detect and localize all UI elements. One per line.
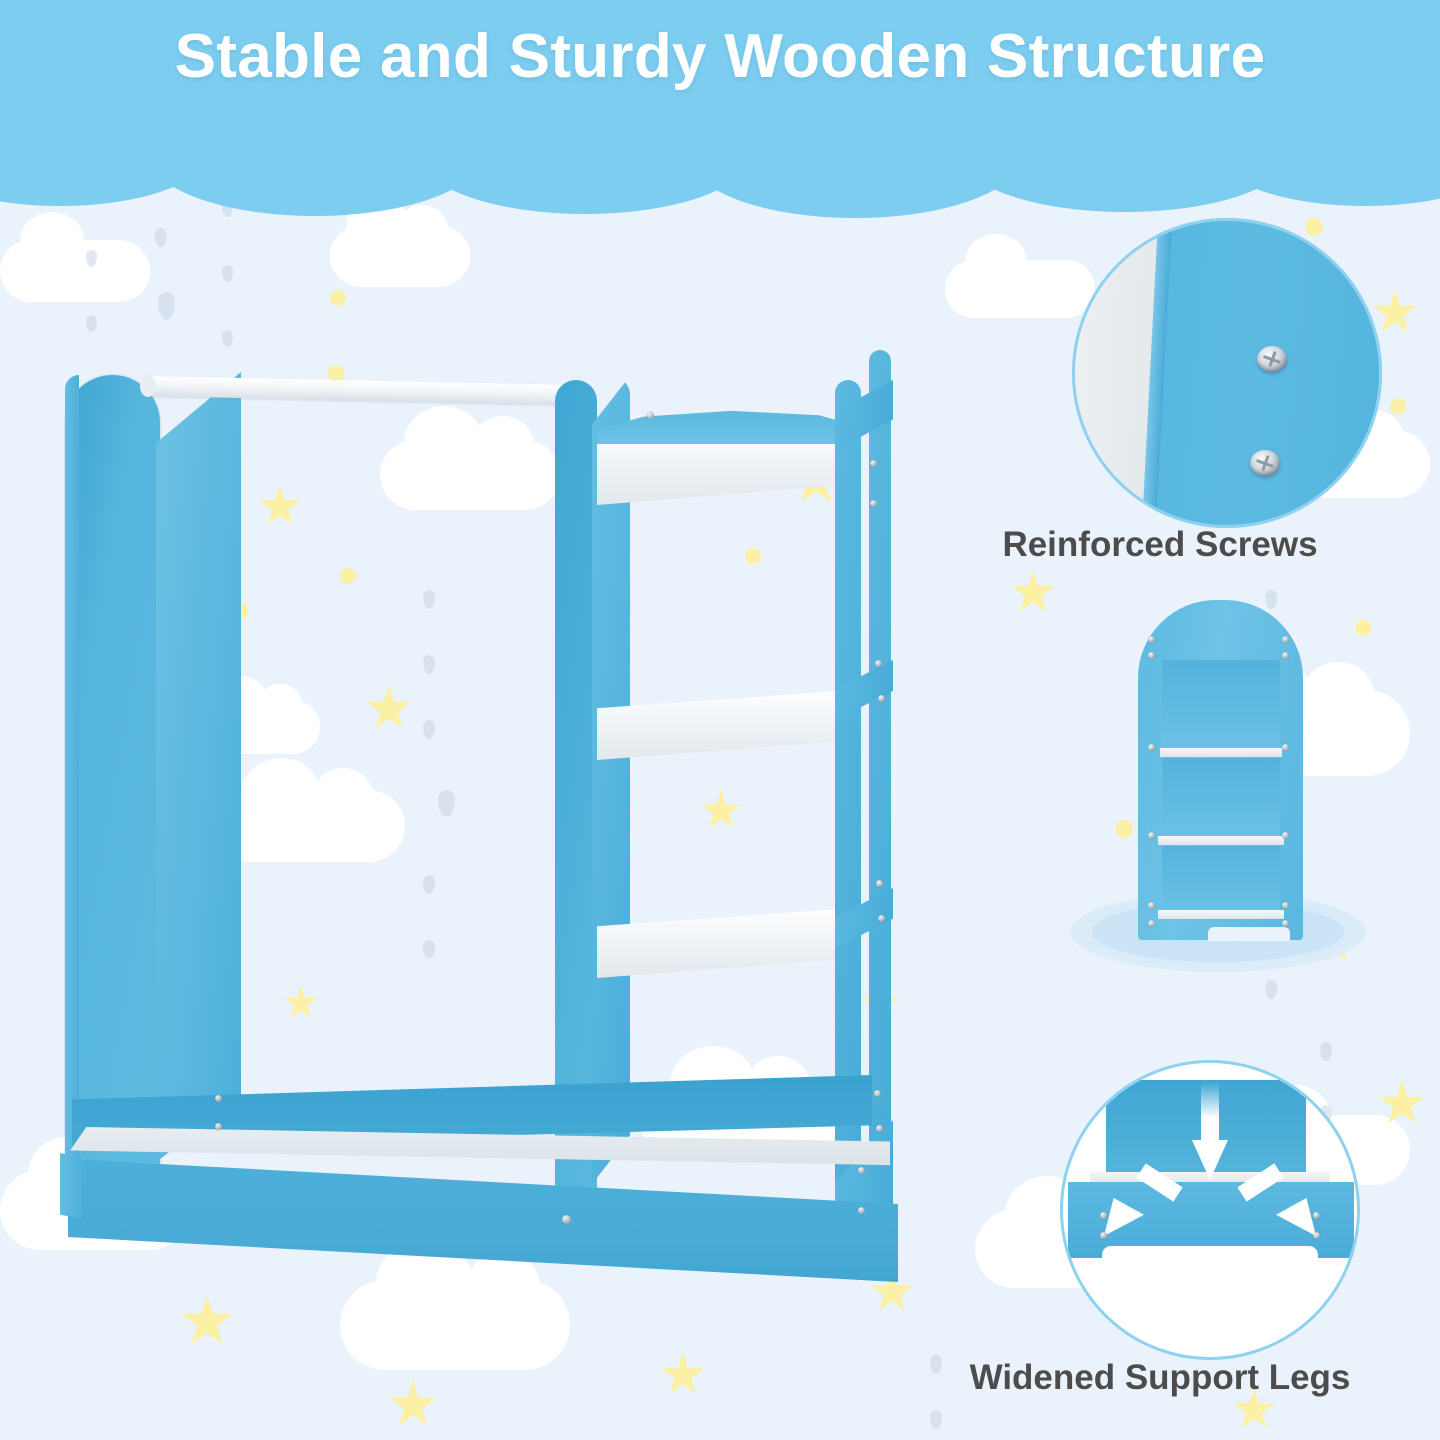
screw-icon <box>1148 832 1155 839</box>
screw-icon <box>1282 652 1289 659</box>
left-side-panel-edge <box>65 375 79 1215</box>
left-side-panel <box>65 375 160 1215</box>
dot-shape <box>745 548 761 564</box>
raindrop-shape <box>222 265 233 282</box>
dot-shape <box>1390 398 1406 414</box>
screw-icon <box>878 915 885 922</box>
cloud-shape <box>215 758 405 862</box>
tray-left-edge <box>60 1153 82 1219</box>
front-view-body <box>1138 600 1303 941</box>
star-shape <box>1010 570 1056 612</box>
screw-icon <box>1250 450 1280 476</box>
screw-icon <box>1257 346 1287 372</box>
screw-icon <box>870 460 877 467</box>
front-view-compartment-bottom <box>1162 846 1280 914</box>
cloud-shape <box>380 406 560 510</box>
shelf-middle <box>597 690 852 760</box>
raindrop-shape <box>1265 980 1277 999</box>
shelf-left-panel-face <box>592 376 630 1184</box>
screw-icon <box>858 1207 865 1214</box>
screw-icon <box>875 660 882 667</box>
screw-icon <box>215 1095 222 1102</box>
screw-icon <box>1282 920 1289 927</box>
star-shape <box>1372 290 1418 332</box>
shelf-bottom <box>597 908 852 978</box>
screw-icon <box>878 695 885 702</box>
shelf-left-panel <box>555 380 597 1210</box>
banner-scalloped-edge <box>0 96 1440 218</box>
cloud-shape <box>945 234 1095 318</box>
screw-icon <box>1148 902 1155 909</box>
screw-icon <box>1282 902 1289 909</box>
screw-icon <box>870 500 877 507</box>
shelf-top-arch-back <box>597 410 855 444</box>
screw-icon <box>1282 636 1289 643</box>
front-view-shelf-edge-bottom <box>1158 910 1284 919</box>
raindrop-shape <box>930 1410 942 1429</box>
front-view-shelf-edge-top <box>1160 748 1282 757</box>
screw-icon <box>1148 636 1155 643</box>
raindrop-shape <box>155 228 167 247</box>
front-view-base-notch <box>1208 927 1290 941</box>
cloud-shape <box>330 197 470 287</box>
frame-inner-post <box>869 350 891 1220</box>
dot-shape <box>330 290 346 306</box>
page-title: Stable and Sturdy Wooden Structure <box>174 22 1266 91</box>
screw-icon <box>1100 1232 1107 1239</box>
screw-icon <box>874 1090 881 1097</box>
screw-icon <box>215 1123 222 1130</box>
shelf-unit-front-view <box>1070 600 1366 980</box>
screw-icon <box>1282 744 1289 751</box>
front-view-compartment-top <box>1162 660 1280 752</box>
front-view-shelf-edge-middle <box>1158 836 1284 845</box>
screw-icon <box>1282 832 1289 839</box>
dot-shape <box>1305 218 1323 236</box>
raindrop-shape <box>222 330 233 347</box>
cloud-shape <box>0 212 150 302</box>
screw-icon <box>1148 652 1155 659</box>
caption-widened-support-legs: Widened Support Legs <box>969 1358 1351 1397</box>
screw-icon <box>647 412 654 419</box>
screw-icon <box>1313 1232 1320 1239</box>
screw-icon <box>562 1215 571 1224</box>
front-view-compartment-middle <box>1162 758 1280 840</box>
left-side-panel-inner-face <box>156 372 241 1162</box>
reinforced-screws-closeup <box>1072 218 1382 528</box>
screw-icon <box>876 1125 883 1132</box>
raindrop-shape <box>1320 1042 1332 1061</box>
dot-shape <box>1355 620 1371 636</box>
diagonal-right-arrow-icon <box>1237 1163 1316 1236</box>
tray-front-wall <box>68 1159 898 1282</box>
screw-icon <box>876 880 883 887</box>
diagonal-left-arrow-icon <box>1104 1163 1183 1236</box>
screw-icon <box>1100 1212 1107 1219</box>
caption-reinforced-screws: Reinforced Screws <box>1002 525 1318 564</box>
screw-icon <box>858 1167 865 1174</box>
screw-icon <box>1148 920 1155 927</box>
hero-product-image <box>40 350 940 1330</box>
raindrop-shape <box>86 315 97 332</box>
raindrop-shape <box>158 292 175 320</box>
legs-floor-area <box>1060 1258 1360 1360</box>
screw-icon <box>1313 1212 1320 1219</box>
widened-support-legs-closeup <box>1060 1060 1360 1360</box>
hanging-rod-end-cap <box>140 375 156 397</box>
bottom-storage-tray <box>50 1055 930 1305</box>
down-arrow-icon <box>1192 1082 1228 1192</box>
dot-shape <box>1115 820 1133 838</box>
dot-shape <box>328 365 345 382</box>
dot-shape <box>340 568 356 584</box>
screw-icon <box>1148 744 1155 751</box>
